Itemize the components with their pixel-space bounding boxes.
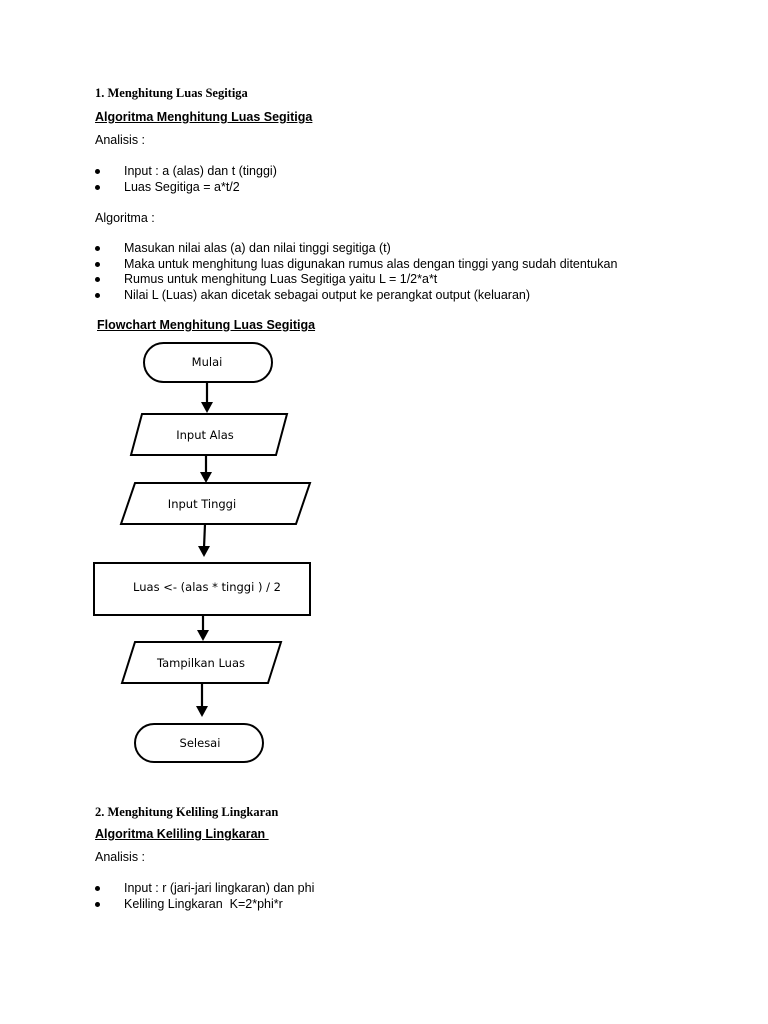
- section1-algorithm-title: Algoritma Menghitung Luas Segitiga: [95, 110, 313, 124]
- list-item: Nilai L (Luas) akan dicetak sebagai outp…: [93, 288, 617, 304]
- flowchart-start-label: Mulai: [192, 355, 223, 369]
- bullet-icon: [95, 901, 100, 907]
- section1-heading: 1. Menghitung Luas Segitiga: [95, 86, 248, 100]
- flowchart-output: [120, 641, 283, 684]
- section1-analisis-list: Input : a (alas) dan t (tinggi) Luas Seg…: [93, 164, 277, 195]
- list-item: Keliling Lingkaran K=2*phi*r: [93, 897, 314, 913]
- section2-analisis-label: Analisis :: [95, 850, 146, 864]
- bullet-icon: [95, 246, 100, 251]
- flowchart-input-tinggi-label: Input Tinggi: [168, 497, 236, 511]
- arrow-head-icon: [198, 546, 210, 557]
- section2-algorithm-title: Algoritma Keliling Lingkaran: [95, 827, 269, 841]
- bullet-icon: [95, 886, 100, 891]
- flowchart-input-alas-label: Input Alas: [176, 428, 234, 442]
- bullet-icon: [95, 184, 100, 190]
- section2-heading: 2. Menghitung Keliling Lingkaran: [95, 805, 279, 819]
- arrow-head-icon: [200, 472, 212, 483]
- arrow-head-icon: [201, 402, 213, 413]
- arrow-head-icon: [197, 630, 209, 641]
- list-item: Input : a (alas) dan t (tinggi): [93, 164, 277, 180]
- bullet-icon: [95, 277, 100, 282]
- flow-arrow: [202, 523, 207, 549]
- list-item: Masukan nilai alas (a) dan nilai tinggi …: [93, 241, 617, 257]
- flowchart-input-alas: [129, 413, 289, 456]
- section1-algoritma-label: Algoritma :: [95, 211, 155, 225]
- section1-algoritma-list: Masukan nilai alas (a) dan nilai tinggi …: [93, 241, 617, 303]
- list-item: Input : r (jari-jari lingkaran) dan phi: [93, 881, 314, 897]
- flowchart-input-tinggi: [119, 482, 312, 525]
- bullet-icon: [95, 261, 100, 267]
- flowchart-process-label: Luas <- (alas * tinggi ) / 2: [133, 580, 281, 594]
- bullet-icon: [95, 169, 100, 174]
- flowchart-output-label: Tampilkan Luas: [156, 656, 245, 670]
- list-item: Luas Segitiga = a*t/2: [93, 180, 277, 196]
- section1-flowchart-title: Flowchart Menghitung Luas Segitiga: [97, 318, 316, 332]
- list-item: Maka untuk menghitung luas digunakan rum…: [93, 257, 617, 273]
- list-item: Rumus untuk menghitung Luas Segitiga yai…: [93, 272, 617, 288]
- section2-analisis-list: Input : r (jari-jari lingkaran) dan phi …: [93, 881, 314, 912]
- section1-analisis-label: Analisis :: [95, 133, 146, 147]
- arrow-head-icon: [196, 706, 208, 717]
- bullet-icon: [95, 292, 100, 298]
- flowchart-end-terminator: [134, 723, 264, 763]
- flowchart-end-label: Selesai: [180, 736, 221, 750]
